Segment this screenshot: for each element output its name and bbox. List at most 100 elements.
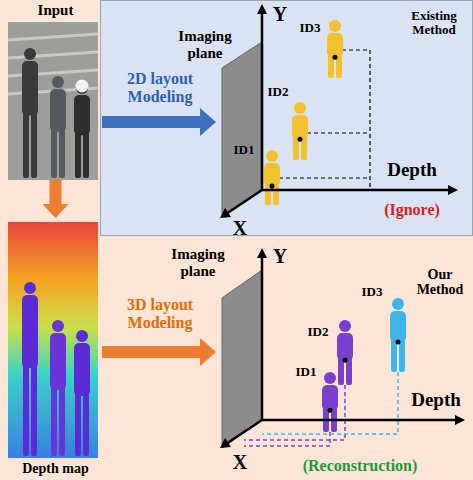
person-figure bbox=[337, 333, 353, 360]
person-figure bbox=[50, 320, 66, 456]
person-figure bbox=[266, 150, 278, 162]
person-figure bbox=[327, 33, 343, 57]
person-figure bbox=[22, 48, 38, 178]
depth-map-image bbox=[22, 282, 90, 456]
input-image-box: Input bbox=[5, 2, 106, 180]
plane-label: Imaging plane bbox=[170, 28, 240, 61]
existing-axes bbox=[262, 189, 448, 192]
existing-imaging-plane bbox=[222, 42, 262, 216]
person-figure bbox=[75, 132, 81, 178]
person-figure bbox=[264, 150, 280, 205]
3d-modeling-arrow bbox=[102, 338, 216, 366]
our-axes bbox=[220, 438, 231, 448]
existing-axes bbox=[226, 190, 262, 214]
person-figure bbox=[51, 129, 57, 178]
person-figure bbox=[50, 89, 66, 132]
person-id: ID1 bbox=[296, 365, 317, 379]
our-axes bbox=[262, 419, 455, 422]
input-photo bbox=[8, 22, 98, 180]
person-figure bbox=[24, 48, 36, 60]
node-title: Existing Method bbox=[402, 9, 466, 38]
person-id: ID3 bbox=[300, 21, 321, 35]
person-figure bbox=[324, 372, 336, 384]
person-figure bbox=[50, 333, 66, 390]
person-id: ID2 bbox=[308, 325, 329, 339]
existing-dashed-projection bbox=[272, 50, 370, 190]
2d-modeling-arrow bbox=[102, 108, 216, 136]
person-figure bbox=[298, 137, 303, 142]
person-figure bbox=[31, 365, 37, 456]
our-imaging-plane bbox=[222, 270, 262, 448]
person-figure bbox=[264, 163, 280, 186]
person-figure bbox=[292, 102, 308, 160]
person-figure bbox=[23, 113, 29, 178]
person-figure bbox=[399, 339, 405, 372]
person-figure bbox=[83, 132, 89, 178]
person-figure bbox=[392, 298, 404, 310]
person-figure bbox=[339, 320, 351, 332]
person-figure bbox=[75, 393, 81, 456]
axis-label: Depth bbox=[411, 390, 461, 411]
person-figure bbox=[24, 282, 36, 294]
depth-map-image bbox=[8, 222, 98, 458]
person-id: ID2 bbox=[268, 85, 289, 99]
person-figure bbox=[22, 295, 38, 368]
person-figure bbox=[322, 385, 338, 410]
our-axes bbox=[455, 415, 465, 425]
input-photo bbox=[8, 34, 98, 94]
arrow-head bbox=[43, 204, 69, 218]
depth-map-image bbox=[8, 222, 98, 458]
person-figure bbox=[396, 340, 401, 345]
person-figure bbox=[390, 311, 406, 342]
person-id: ID3 bbox=[362, 285, 383, 299]
axis-label: X bbox=[233, 217, 247, 239]
our-axes bbox=[261, 256, 264, 420]
person-figure bbox=[390, 298, 406, 372]
depth-map-box: Depth map bbox=[5, 218, 106, 478]
our-axes bbox=[226, 420, 262, 444]
axis-label: X bbox=[233, 451, 247, 473]
input-photo bbox=[8, 22, 98, 180]
our-dashed-projection bbox=[244, 372, 398, 446]
person-figure bbox=[270, 184, 275, 189]
person-figure bbox=[328, 408, 333, 413]
existing-axes bbox=[448, 185, 458, 195]
our-persons bbox=[322, 298, 406, 432]
person-figure bbox=[337, 320, 353, 385]
our-dashed-projection bbox=[262, 372, 398, 434]
person-figure bbox=[322, 372, 338, 432]
status-note: (Reconstruction) bbox=[303, 457, 418, 475]
flow-arrow bbox=[43, 180, 69, 218]
person-figure bbox=[74, 82, 90, 178]
person-figure bbox=[23, 365, 29, 456]
person-figure bbox=[391, 339, 397, 372]
method-title: Our Method bbox=[408, 267, 472, 298]
white-cap bbox=[76, 80, 89, 93]
existing-imaging-plane bbox=[222, 42, 262, 216]
person-figure bbox=[329, 20, 341, 32]
axis-label: Depth bbox=[387, 160, 437, 181]
existing-axes bbox=[261, 12, 264, 190]
person-figure bbox=[292, 115, 308, 139]
method-arrow-label: 2D layout Modeling bbox=[115, 70, 205, 105]
person-figure bbox=[74, 343, 90, 396]
method-arrow-label: 3D layout Modeling bbox=[115, 296, 205, 331]
arrow-shaft bbox=[50, 180, 62, 204]
existing-axes bbox=[220, 208, 231, 218]
person-figure bbox=[333, 55, 338, 60]
person-figure bbox=[343, 358, 348, 363]
person-figure bbox=[31, 113, 37, 178]
our-imaging-plane bbox=[222, 270, 262, 448]
plane-label: Imaging plane bbox=[163, 246, 233, 279]
status-note: (Ignore) bbox=[384, 201, 440, 219]
axis-label: Y bbox=[273, 245, 287, 267]
person-figure bbox=[294, 102, 306, 114]
person-figure bbox=[52, 320, 64, 332]
existing-axes bbox=[257, 4, 267, 14]
person-figure bbox=[76, 330, 88, 342]
person-figure bbox=[22, 61, 38, 116]
